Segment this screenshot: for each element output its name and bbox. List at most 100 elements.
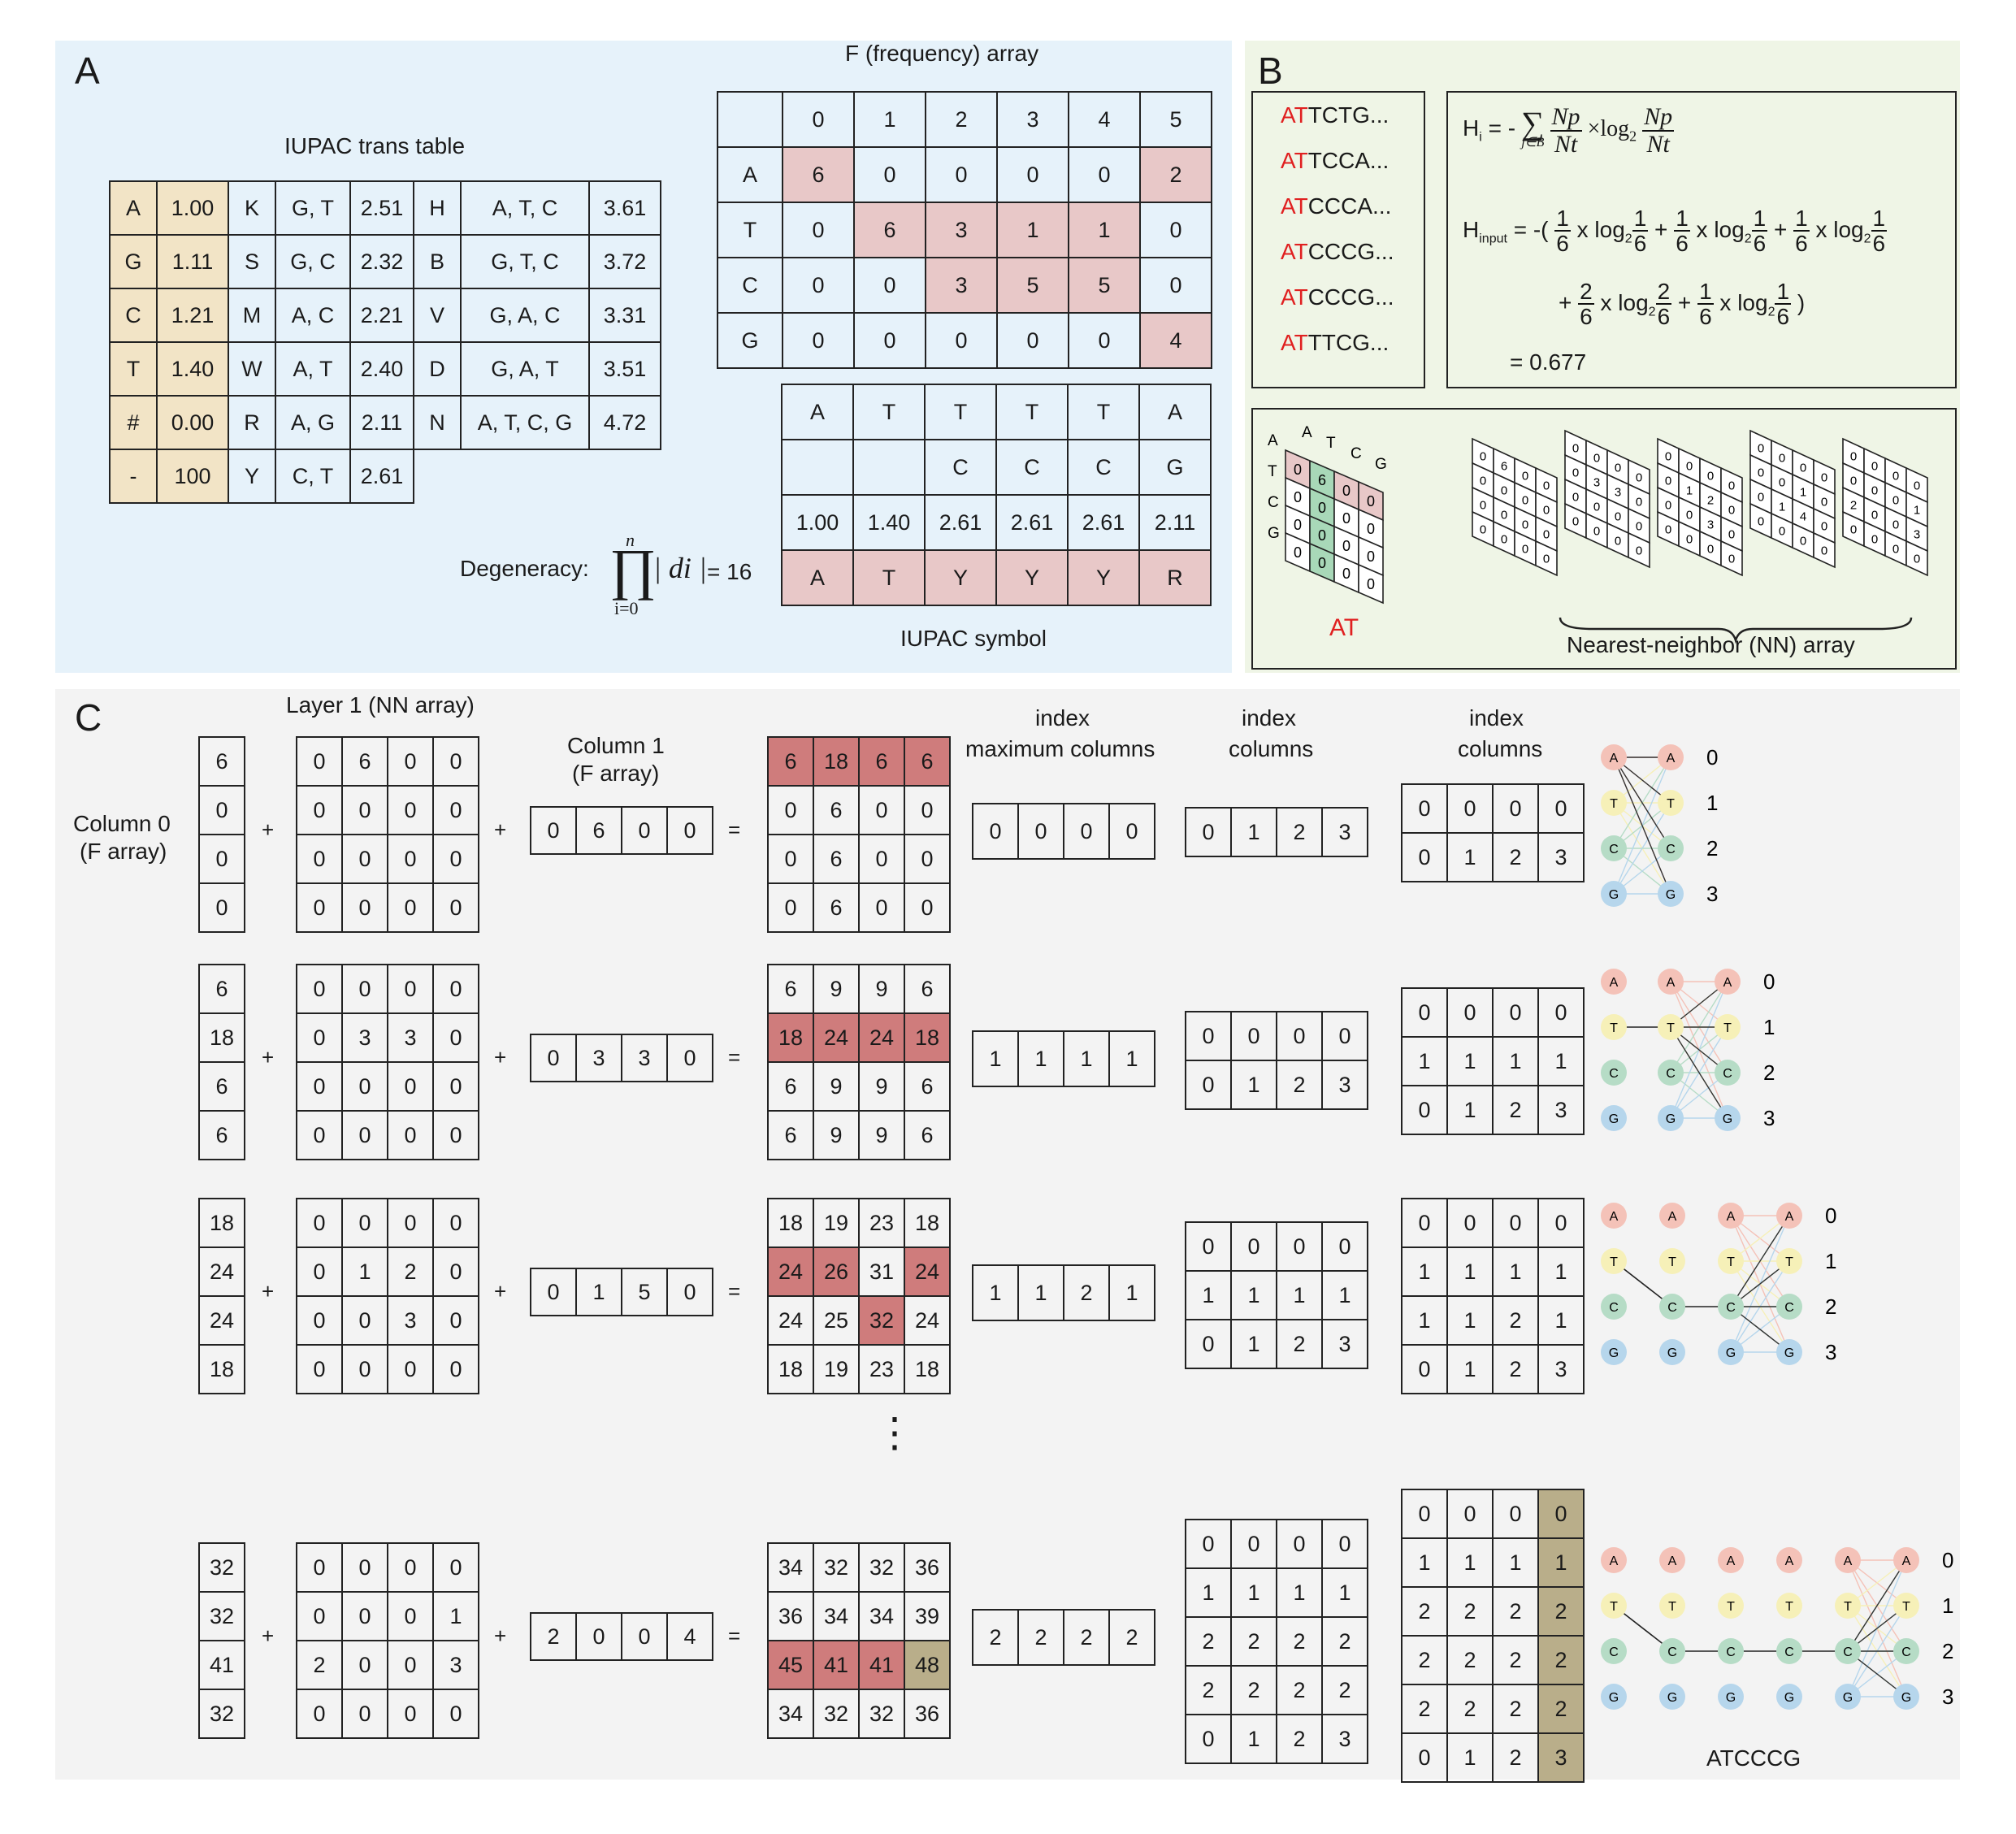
path-node-index: 1 xyxy=(1942,1593,1953,1618)
table-cell: 1 xyxy=(1401,1036,1448,1086)
table-cell: R xyxy=(228,395,276,450)
path-node-letter: G xyxy=(1784,1346,1794,1360)
table-cell: 2 xyxy=(1492,1586,1539,1637)
table-cell: 4 xyxy=(1068,91,1141,148)
table-cell: 36 xyxy=(904,1542,951,1593)
table-cell: 1 xyxy=(1446,1036,1494,1086)
table-cell: 32 xyxy=(858,1689,905,1739)
table-cell: 3 xyxy=(1321,807,1368,857)
nn-cell-value: 0 xyxy=(1615,509,1621,523)
table-cell: 0 xyxy=(1537,987,1585,1038)
table-cell: 31 xyxy=(858,1247,905,1297)
table-cell: 24 xyxy=(904,1247,951,1297)
table-cell: 0 xyxy=(341,1640,388,1690)
path-node xyxy=(1601,1547,1627,1573)
table-cell: 26 xyxy=(813,1247,860,1297)
path-node-letter: C xyxy=(1609,1067,1619,1081)
table-cell: 3 xyxy=(341,1012,388,1063)
table-cell: 0 xyxy=(432,1012,479,1063)
table-cell: 0 xyxy=(904,882,951,933)
table-cell: 2 xyxy=(296,1640,343,1690)
table-cell: 1 xyxy=(1492,1036,1539,1086)
table-cell: 39 xyxy=(904,1591,951,1641)
table-cell: 0 xyxy=(853,146,926,203)
table-cell: 1.40 xyxy=(156,341,229,397)
path-node-letter: G xyxy=(1784,1691,1794,1705)
table-cell: 3 xyxy=(1537,832,1585,882)
path-node xyxy=(1718,1294,1744,1320)
table-cell: 3 xyxy=(1321,1060,1368,1110)
table-cell: G, C xyxy=(275,234,351,289)
path-node-letter: C xyxy=(1723,1067,1732,1081)
index-label-line-2: columns xyxy=(1229,736,1314,761)
table-cell: 24 xyxy=(767,1247,814,1297)
table-cell: 24 xyxy=(198,1295,245,1346)
table-cell: 6 xyxy=(858,736,905,787)
table-cell: 32 xyxy=(198,1591,245,1641)
table-cell: 0 xyxy=(296,1198,343,1248)
table-cell: 2 xyxy=(1276,1319,1323,1369)
path-node xyxy=(1893,1684,1919,1710)
nn-cell-value: 0 xyxy=(1543,479,1550,492)
nn-cell-value: 0 xyxy=(1871,483,1878,497)
table-cell: W xyxy=(228,341,276,397)
table-cell: 0 xyxy=(387,1110,434,1160)
table-cell: 0 xyxy=(858,882,905,933)
table-cell: 3 xyxy=(1537,1344,1585,1394)
path-node-letter: A xyxy=(1785,1210,1794,1224)
table-cell: 0 xyxy=(341,1198,388,1248)
table-cell: 6 xyxy=(198,964,245,1014)
sequence-item: ATCCCA... xyxy=(1281,193,1391,219)
table-cell: 5 xyxy=(1139,91,1212,148)
table-cell: 2.21 xyxy=(349,288,414,343)
table-cell: 0 xyxy=(767,785,814,835)
path-node xyxy=(1601,1105,1627,1131)
table-cell: 2 xyxy=(1537,1684,1585,1734)
table-cell: 41 xyxy=(198,1640,245,1690)
path-node xyxy=(1776,1547,1802,1573)
table-cell: 0 xyxy=(387,1198,434,1248)
table-cell: 1 xyxy=(1446,1085,1494,1135)
table-cell: 48 xyxy=(904,1640,951,1690)
path-node xyxy=(1658,1105,1684,1131)
path-node-letter: T xyxy=(1902,1600,1910,1614)
path-node-letter: C xyxy=(1726,1301,1736,1315)
table-cell: 1 xyxy=(341,1247,388,1297)
table-cell: 1 xyxy=(1230,1567,1277,1618)
path-node xyxy=(1718,1248,1744,1274)
nn-cell-value: 0 xyxy=(1636,519,1642,533)
table-cell: 0 xyxy=(1185,1519,1232,1569)
path-node-letter: A xyxy=(1723,976,1732,990)
edge-candidate xyxy=(1613,757,1671,895)
table-cell: 9 xyxy=(813,964,860,1014)
table-cell: 1 xyxy=(1230,807,1277,857)
table-cell: V xyxy=(413,288,462,343)
table-cell: 2 xyxy=(1139,146,1212,203)
nn-cell-value: 0 xyxy=(1758,490,1764,504)
table-cell: 32 xyxy=(198,1689,245,1739)
nn-cell-value: 0 xyxy=(1367,493,1375,509)
nn-cell-value: 0 xyxy=(1665,449,1671,463)
table-cell: 18 xyxy=(767,1198,814,1248)
nn-cell-value: 0 xyxy=(1871,532,1878,546)
table-cell xyxy=(414,449,461,503)
table-cell: 6 xyxy=(904,1061,951,1112)
table-cell: Y xyxy=(1067,549,1140,606)
table-cell: 3 xyxy=(925,202,998,258)
table-cell: T xyxy=(109,341,158,397)
table-cell: 6 xyxy=(767,1061,814,1112)
table-cell: 0 xyxy=(432,964,479,1014)
path-node-letter: G xyxy=(1666,888,1676,902)
path-node-letter: T xyxy=(1610,1255,1618,1269)
path-node-letter: C xyxy=(1843,1645,1853,1659)
nn-cell-value: 0 xyxy=(1572,514,1579,528)
nn-cell-value: 1 xyxy=(1914,503,1920,517)
table-cell: 0 xyxy=(296,834,343,884)
table-cell: 19 xyxy=(813,1198,860,1248)
